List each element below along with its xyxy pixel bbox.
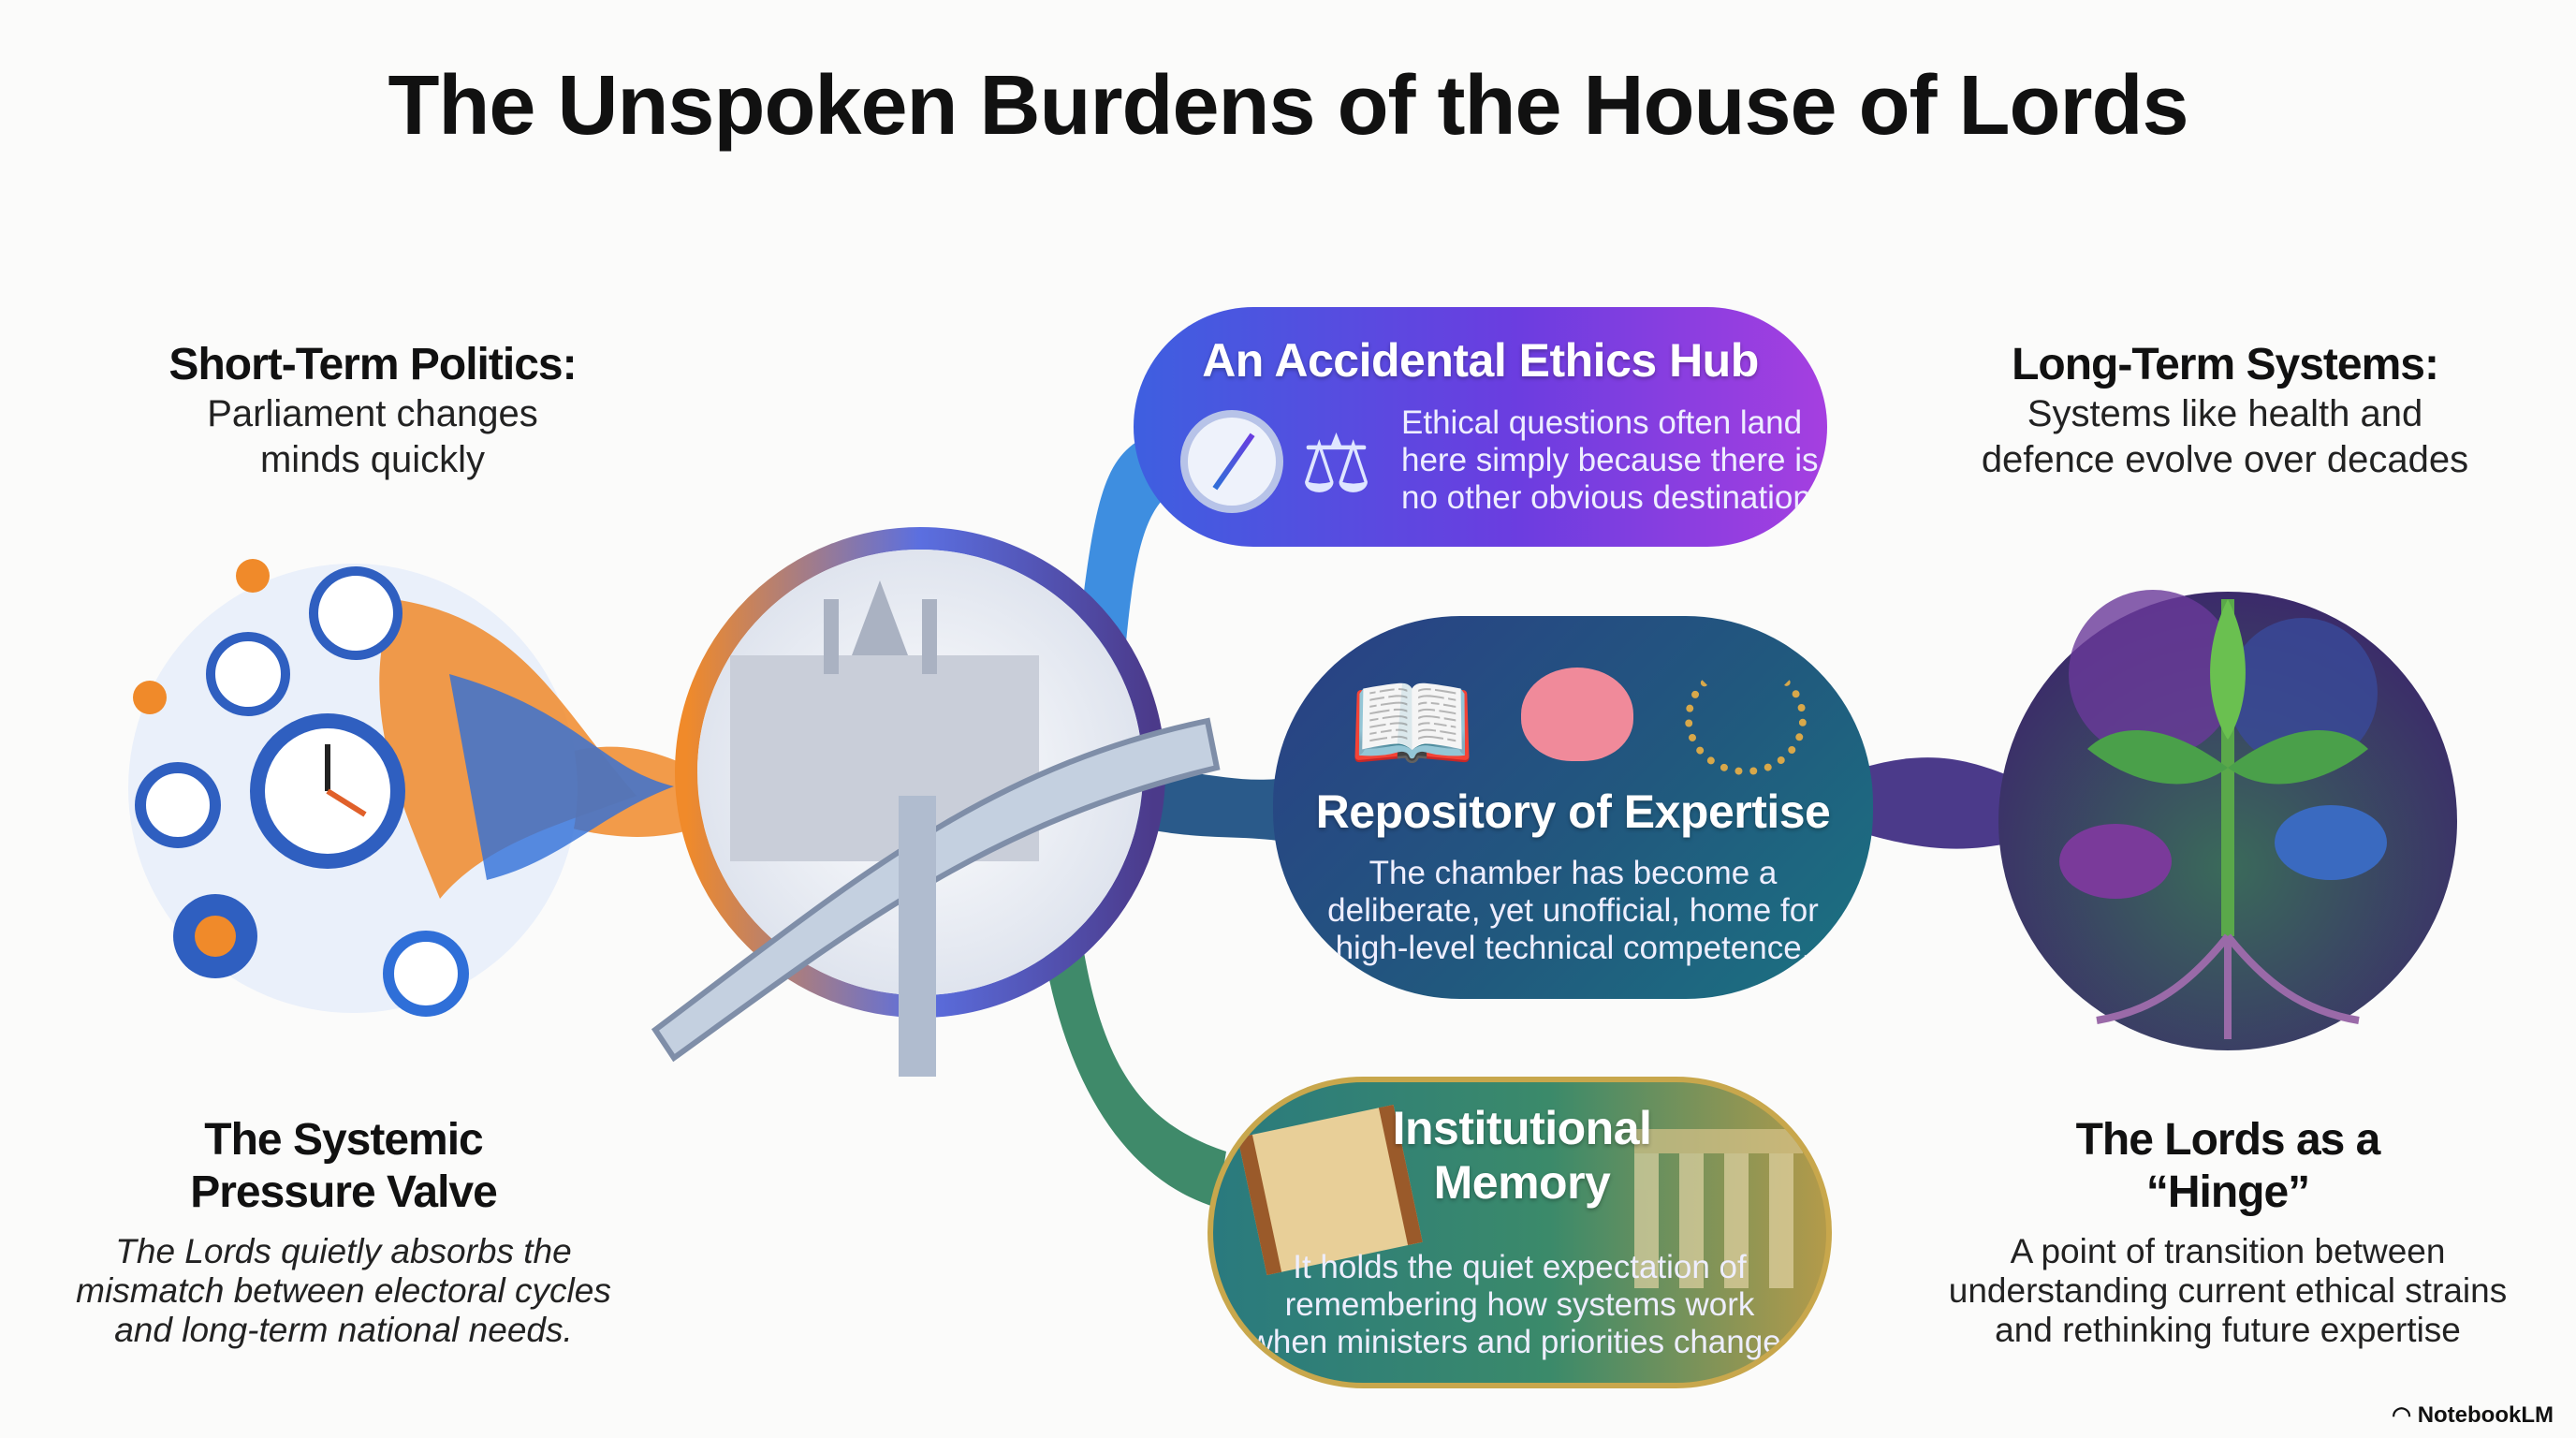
compass-icon — [1180, 410, 1283, 513]
long-term-body-2: defence evolve over decades — [1981, 439, 2469, 480]
hinge-heading-1: The Lords as a — [2075, 1115, 2381, 1165]
pressure-valve-body-3: and long-term national needs. — [114, 1311, 573, 1349]
memory-body-2: remembering how systems work — [1284, 1286, 1755, 1323]
long-term-body-1: Systems like health and — [2027, 393, 2423, 434]
memory-heading-1: Institutional — [1392, 1102, 1652, 1154]
memory-body: It holds the quiet expectation of rememb… — [1213, 1249, 1826, 1361]
expertise-body-1: The chamber has become a — [1368, 855, 1778, 891]
clocks-gears-illustration — [128, 559, 674, 1017]
plant-roots-illustration — [1998, 590, 2457, 1050]
short-term-heading: Short-Term Politics: — [168, 340, 577, 389]
expertise-body-2: deliberate, yet unofficial, home for — [1327, 892, 1819, 929]
long-term-heading: Long-Term Systems: — [2012, 340, 2439, 389]
lords-as-hinge: The Lords as a “Hinge” A point of transi… — [1900, 1114, 2555, 1350]
open-book-icon: 📖 — [1348, 666, 1476, 781]
ethics-hub-body-3: no other obvious destination — [1401, 479, 1811, 516]
expertise-heading: Repository of Expertise — [1315, 785, 1831, 838]
institutional-memory-card: Institutional Memory It holds the quiet … — [1208, 1077, 1832, 1388]
connector-repo — [1123, 768, 1292, 843]
ethics-hub-card: An Accidental Ethics Hub ⚖ Ethical quest… — [1134, 307, 1827, 547]
connector-right — [1863, 757, 2012, 849]
notebooklm-branding: ◠ NotebookLM — [2392, 1401, 2554, 1429]
short-term-politics: Short-Term Politics: Parliament changes … — [45, 339, 700, 483]
connector-memory — [1039, 899, 1226, 1208]
memory-body-3: when ministers and priorities change. — [1249, 1324, 1791, 1360]
expertise-body-3: high-level technical competence. — [1335, 930, 1811, 966]
expertise-card: 📖 Repository of Expertise The chamber ha… — [1273, 616, 1873, 999]
hinge-heading-2: “Hinge” — [2145, 1167, 2310, 1217]
hinge-body-1: A point of transition between — [2010, 1232, 2446, 1270]
memory-body-1: It holds the quiet expectation of — [1293, 1249, 1747, 1285]
ethics-hub-body-2: here simply because there is — [1401, 442, 1819, 478]
columns-icon — [1634, 1129, 1803, 1288]
memory-heading-2: Memory — [1433, 1156, 1611, 1209]
ethics-hub-body: Ethical questions often land here simply… — [1401, 404, 1819, 517]
bridge-illustration — [651, 527, 1221, 1077]
ethics-hub-body-1: Ethical questions often land — [1401, 404, 1803, 441]
ethics-hub-heading: An Accidental Ethics Hub — [1202, 334, 1759, 387]
long-term-systems: Long-Term Systems: Systems like health a… — [1897, 339, 2553, 483]
notebooklm-logo-icon: ◠ — [2392, 1402, 2418, 1428]
expertise-body: The chamber has become a deliberate, yet… — [1273, 855, 1873, 967]
pressure-valve-heading-2: Pressure Valve — [190, 1167, 498, 1217]
short-term-body-2: minds quickly — [259, 439, 486, 480]
laurel-pen-icon — [1685, 663, 1807, 775]
hinge-body-3: and rethinking future expertise — [1995, 1311, 2461, 1349]
pressure-valve-heading-1: The Systemic — [204, 1115, 483, 1165]
brain-icon — [1521, 668, 1633, 761]
pressure-valve-body-2: mismatch between electoral cycles — [76, 1271, 611, 1310]
notebooklm-label: NotebookLM — [2417, 1402, 2554, 1428]
systemic-pressure-valve: The Systemic Pressure Valve The Lords qu… — [16, 1114, 671, 1350]
memory-heading: Institutional Memory — [1372, 1101, 1672, 1210]
pressure-valve-body-1: The Lords quietly absorbs the — [115, 1232, 572, 1270]
page-title: The Unspoken Burdens of the House of Lor… — [388, 59, 2188, 153]
hinge-body-2: understanding current ethical strains — [1948, 1271, 2508, 1310]
short-term-body-1: Parliament changes — [207, 393, 538, 434]
scales-icon: ⚖ — [1300, 419, 1373, 509]
